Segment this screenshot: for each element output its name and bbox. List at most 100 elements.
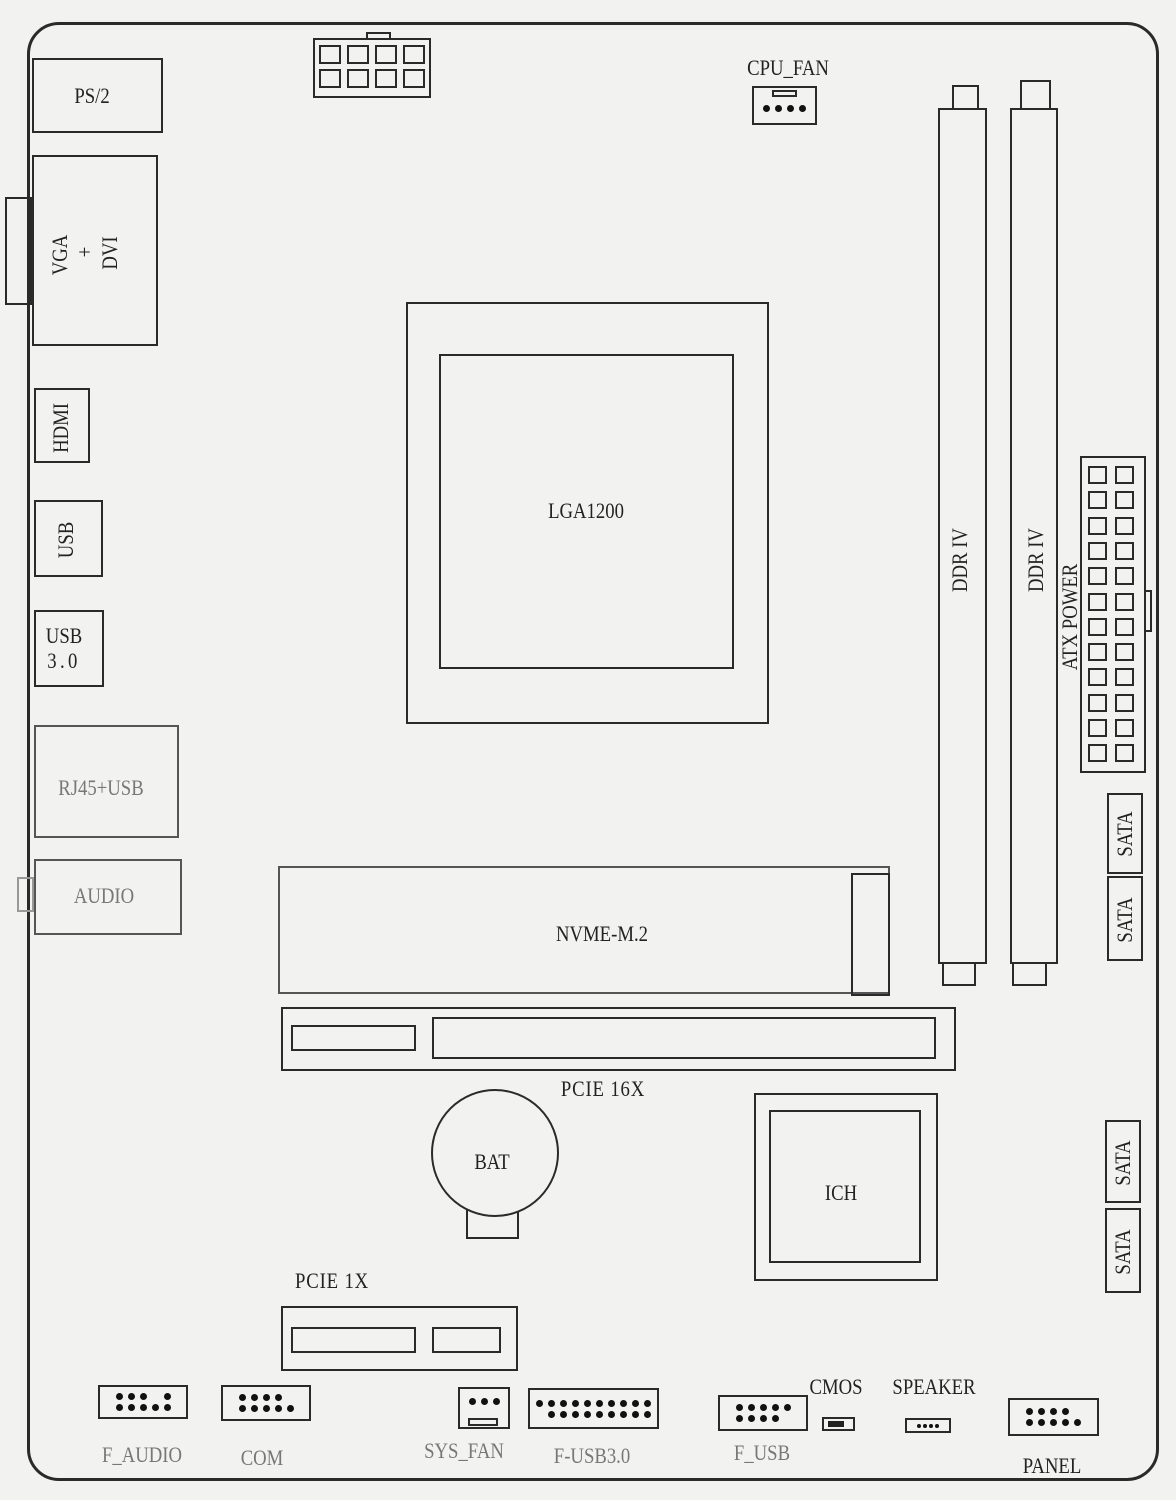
sata-port-2 bbox=[1107, 876, 1143, 961]
plus-label: + bbox=[72, 246, 97, 258]
pin bbox=[572, 1399, 579, 1407]
atx-power-latch bbox=[1144, 590, 1152, 632]
power-pin bbox=[1115, 491, 1134, 510]
sata-port-3 bbox=[1105, 1120, 1141, 1203]
pin bbox=[644, 1399, 651, 1407]
power-pin bbox=[1115, 592, 1134, 611]
pin bbox=[139, 1393, 147, 1400]
pin bbox=[127, 1404, 135, 1411]
power-pin bbox=[375, 45, 397, 64]
ps2-label: PS/2 bbox=[74, 83, 110, 108]
nvme-m2-latch bbox=[851, 873, 890, 996]
pin-row bbox=[536, 1399, 651, 1407]
pin bbox=[262, 1405, 270, 1412]
ich-label: ICH bbox=[824, 1180, 858, 1205]
pin bbox=[238, 1394, 246, 1401]
cpu-fan-label: CPU_FAN bbox=[747, 55, 829, 80]
vga-dvi-port bbox=[32, 155, 158, 346]
pcie1-key-long bbox=[291, 1327, 416, 1353]
pin bbox=[151, 1404, 159, 1411]
power-pin bbox=[1115, 668, 1134, 687]
battery-holder bbox=[431, 1089, 559, 1217]
cpu-socket-inner bbox=[439, 354, 734, 669]
power-pin bbox=[1088, 643, 1107, 662]
pin bbox=[1050, 1419, 1057, 1426]
pin bbox=[608, 1410, 615, 1418]
cmos-label: CMOS bbox=[809, 1374, 863, 1399]
pin bbox=[735, 1415, 743, 1422]
pin-gap bbox=[1074, 1408, 1081, 1415]
ich-chip-outer bbox=[754, 1093, 938, 1281]
pin-row bbox=[536, 1410, 651, 1418]
power-pin bbox=[1115, 643, 1134, 662]
cpu-socket-outer bbox=[406, 302, 769, 724]
pin-row bbox=[735, 1404, 791, 1411]
hdmi-label: HDMI bbox=[48, 403, 73, 453]
audio-label: AUDIO bbox=[73, 883, 135, 908]
sata-port-4 bbox=[1105, 1208, 1141, 1293]
pin-row bbox=[468, 1397, 500, 1405]
pin bbox=[929, 1423, 933, 1428]
pin-row bbox=[115, 1393, 171, 1400]
pin bbox=[572, 1410, 579, 1418]
pin bbox=[1038, 1419, 1045, 1426]
f-usb-header bbox=[718, 1395, 808, 1431]
power-pin bbox=[1115, 719, 1134, 737]
power-pin bbox=[1115, 744, 1134, 763]
pin bbox=[468, 1397, 476, 1405]
pin bbox=[1074, 1419, 1081, 1426]
pin bbox=[139, 1404, 147, 1411]
pin bbox=[923, 1423, 927, 1428]
power-pin bbox=[1088, 491, 1107, 510]
sata-port-1 bbox=[1107, 793, 1143, 874]
pin bbox=[584, 1399, 591, 1407]
power-pin bbox=[1088, 592, 1107, 611]
pin bbox=[127, 1393, 135, 1400]
ddr1-bottom-latch bbox=[942, 962, 976, 986]
rj45-usb-label: RJ45+USB bbox=[58, 775, 144, 800]
power-pin bbox=[1115, 567, 1134, 586]
f-usb3-header bbox=[528, 1388, 659, 1429]
pin bbox=[560, 1410, 567, 1418]
power-pin bbox=[1088, 567, 1107, 586]
pin bbox=[596, 1399, 603, 1407]
pin bbox=[783, 1404, 791, 1411]
cmos-jumper bbox=[822, 1417, 855, 1431]
pcie16-slot bbox=[281, 1007, 956, 1071]
pin bbox=[492, 1397, 500, 1405]
usb-port bbox=[34, 500, 103, 577]
cpu-power-8pin-connector bbox=[313, 38, 431, 98]
power-pin bbox=[1088, 516, 1107, 535]
com-label: COM bbox=[240, 1445, 284, 1470]
pin bbox=[1062, 1408, 1069, 1415]
sata-label-3: SATA bbox=[1110, 1140, 1135, 1186]
panel-label: PANEL bbox=[1022, 1453, 1082, 1478]
pin bbox=[747, 1404, 755, 1411]
sata-label-4: SATA bbox=[1110, 1229, 1135, 1275]
cpu-socket-label: LGA1200 bbox=[548, 498, 624, 523]
pin-row bbox=[1026, 1408, 1081, 1415]
speaker-header bbox=[905, 1418, 951, 1433]
audio-port bbox=[34, 859, 182, 935]
pin bbox=[787, 105, 794, 112]
cpu-fan-key bbox=[772, 90, 797, 97]
usb3-port bbox=[34, 610, 104, 687]
sys-fan-key bbox=[468, 1418, 498, 1426]
ddr2-top-latch bbox=[1020, 80, 1051, 110]
power-pin bbox=[403, 69, 425, 88]
power-pin bbox=[1115, 541, 1134, 560]
pcie1-slot bbox=[281, 1306, 518, 1371]
speaker-label: SPEAKER bbox=[892, 1374, 976, 1399]
vga-label: VGA bbox=[47, 234, 72, 276]
ddr1-label: DDR IV bbox=[947, 528, 972, 592]
power-pin bbox=[1088, 668, 1107, 687]
usb-label: USB bbox=[53, 521, 78, 559]
pin bbox=[250, 1394, 258, 1401]
pin bbox=[250, 1405, 258, 1412]
sys-fan-pins bbox=[458, 1389, 510, 1413]
sys-fan-label: SYS_FAN bbox=[424, 1438, 504, 1463]
power-pin bbox=[347, 45, 369, 64]
cpu-fan-pins bbox=[752, 96, 817, 121]
dvi-label: DVI bbox=[97, 236, 122, 270]
pin bbox=[620, 1410, 627, 1418]
